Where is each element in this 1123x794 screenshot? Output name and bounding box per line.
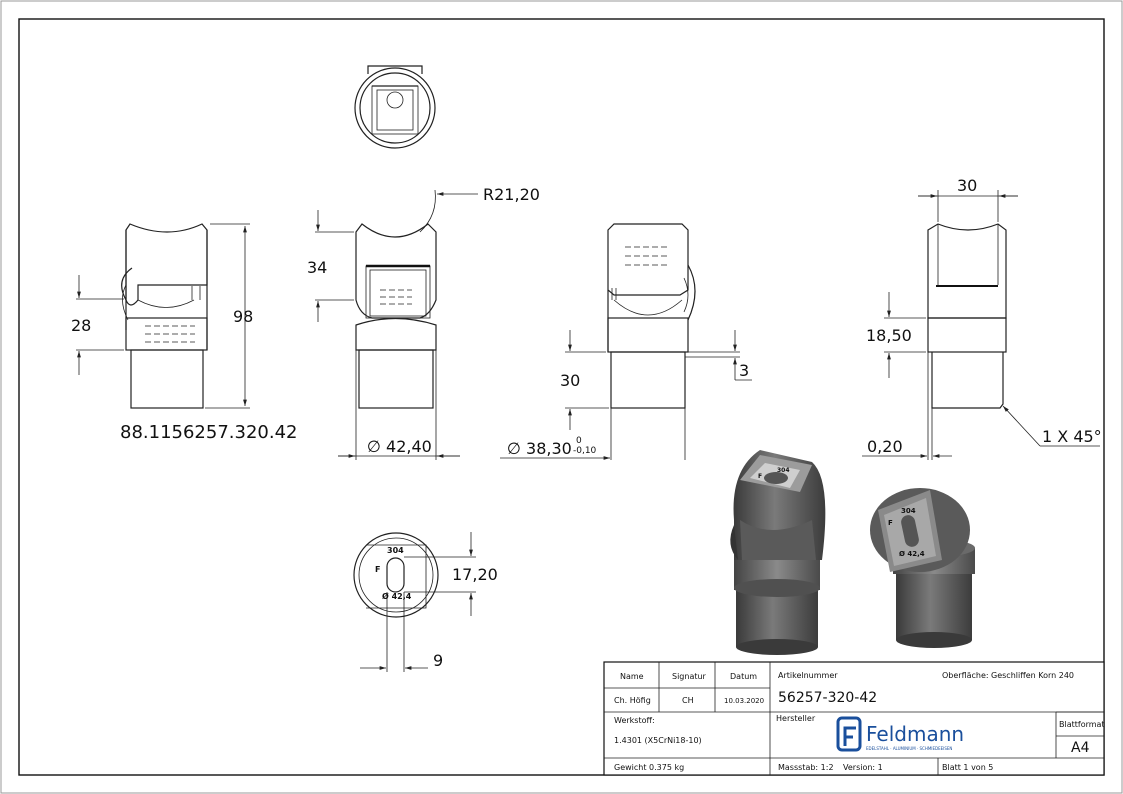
dim-17-20: 17,20 bbox=[452, 565, 498, 584]
dim-34: 34 bbox=[307, 258, 327, 277]
iso2-engraving-number: 304 bbox=[901, 507, 916, 515]
dim-dia-38-30: ∅ 38,30 bbox=[507, 439, 572, 458]
dim-30-height: 30 bbox=[560, 371, 580, 390]
side-view-right bbox=[500, 223, 752, 460]
tb-werkstoff: 1.4301 (X5CrNi18-10) bbox=[614, 736, 702, 745]
dim-18-50: 18,50 bbox=[866, 326, 912, 345]
tolerance-upper: 0 bbox=[576, 436, 582, 446]
dim-98: 98 bbox=[233, 307, 253, 326]
dim-chamfer: 1 X 45° bbox=[1042, 427, 1102, 446]
tb-name: Ch. Höfig bbox=[614, 696, 651, 705]
dim-0-20: 0,20 bbox=[867, 437, 903, 456]
tb-brand-sub: EDELSTAHL · ALUMINIUM · SCHMIEDEEISEN bbox=[866, 746, 952, 751]
tb-brand: Feldmann bbox=[866, 722, 964, 746]
engraving-number: 304 bbox=[387, 546, 404, 555]
dim-28: 28 bbox=[71, 316, 91, 335]
tb-artikel-label: Artikelnummer bbox=[778, 671, 838, 680]
tb-massstab: Massstab: 1:2 bbox=[778, 763, 834, 772]
title-block bbox=[603, 661, 1105, 776]
dim-r21-20: R21,20 bbox=[483, 185, 540, 204]
tb-header-datum: Datum bbox=[730, 672, 757, 681]
side-view-section bbox=[862, 190, 1100, 460]
tb-header-name: Name bbox=[620, 672, 644, 681]
iso-render-2 bbox=[870, 488, 975, 648]
iso2-engraving-letter: F bbox=[888, 519, 893, 527]
inner-border bbox=[18, 18, 1105, 776]
tb-blattformat-label: Blattformat bbox=[1059, 720, 1105, 729]
iso-render-1 bbox=[730, 450, 826, 655]
bottom-view bbox=[353, 532, 476, 672]
iso1-engraving-letter: F bbox=[758, 473, 762, 480]
tb-datum: 10.03.2020 bbox=[724, 697, 764, 705]
dim-dia-42-40: ∅ 42,40 bbox=[367, 437, 432, 456]
tb-signatur: CH bbox=[682, 696, 694, 705]
side-view-front bbox=[315, 189, 478, 460]
side-view-left bbox=[76, 223, 250, 409]
dim-3: 3 bbox=[739, 361, 749, 380]
part-number-label: 88.1156257.320.42 bbox=[120, 422, 298, 443]
tolerance-lower: -0,10 bbox=[573, 446, 597, 456]
tb-version: Version: 1 bbox=[843, 763, 883, 772]
top-view bbox=[354, 65, 436, 149]
tb-header-signatur: Signatur bbox=[672, 672, 707, 681]
engraving-letter: F bbox=[375, 565, 380, 574]
tb-blattformat: A4 bbox=[1071, 740, 1090, 756]
iso2-engraving-diameter: Ø 42,4 bbox=[899, 550, 925, 558]
tb-artikel-number: 56257-320-42 bbox=[778, 690, 877, 706]
iso1-engraving-number: 304 bbox=[777, 467, 790, 474]
tb-oberflaeche-label: Oberfläche: bbox=[942, 671, 989, 680]
feldmann-logo-icon bbox=[836, 716, 862, 752]
engraving-diameter: Ø 42,4 bbox=[382, 591, 412, 601]
tb-gewicht: Gewicht 0.375 kg bbox=[614, 763, 684, 772]
tb-werkstoff-label: Werkstoff: bbox=[614, 716, 655, 725]
dim-9: 9 bbox=[433, 651, 443, 670]
tb-blatt: Blatt 1 von 5 bbox=[942, 763, 993, 772]
tb-hersteller-label: Hersteller bbox=[776, 714, 816, 723]
dim-30-width: 30 bbox=[957, 176, 977, 195]
tb-oberflaeche: Geschliffen Korn 240 bbox=[991, 671, 1074, 680]
